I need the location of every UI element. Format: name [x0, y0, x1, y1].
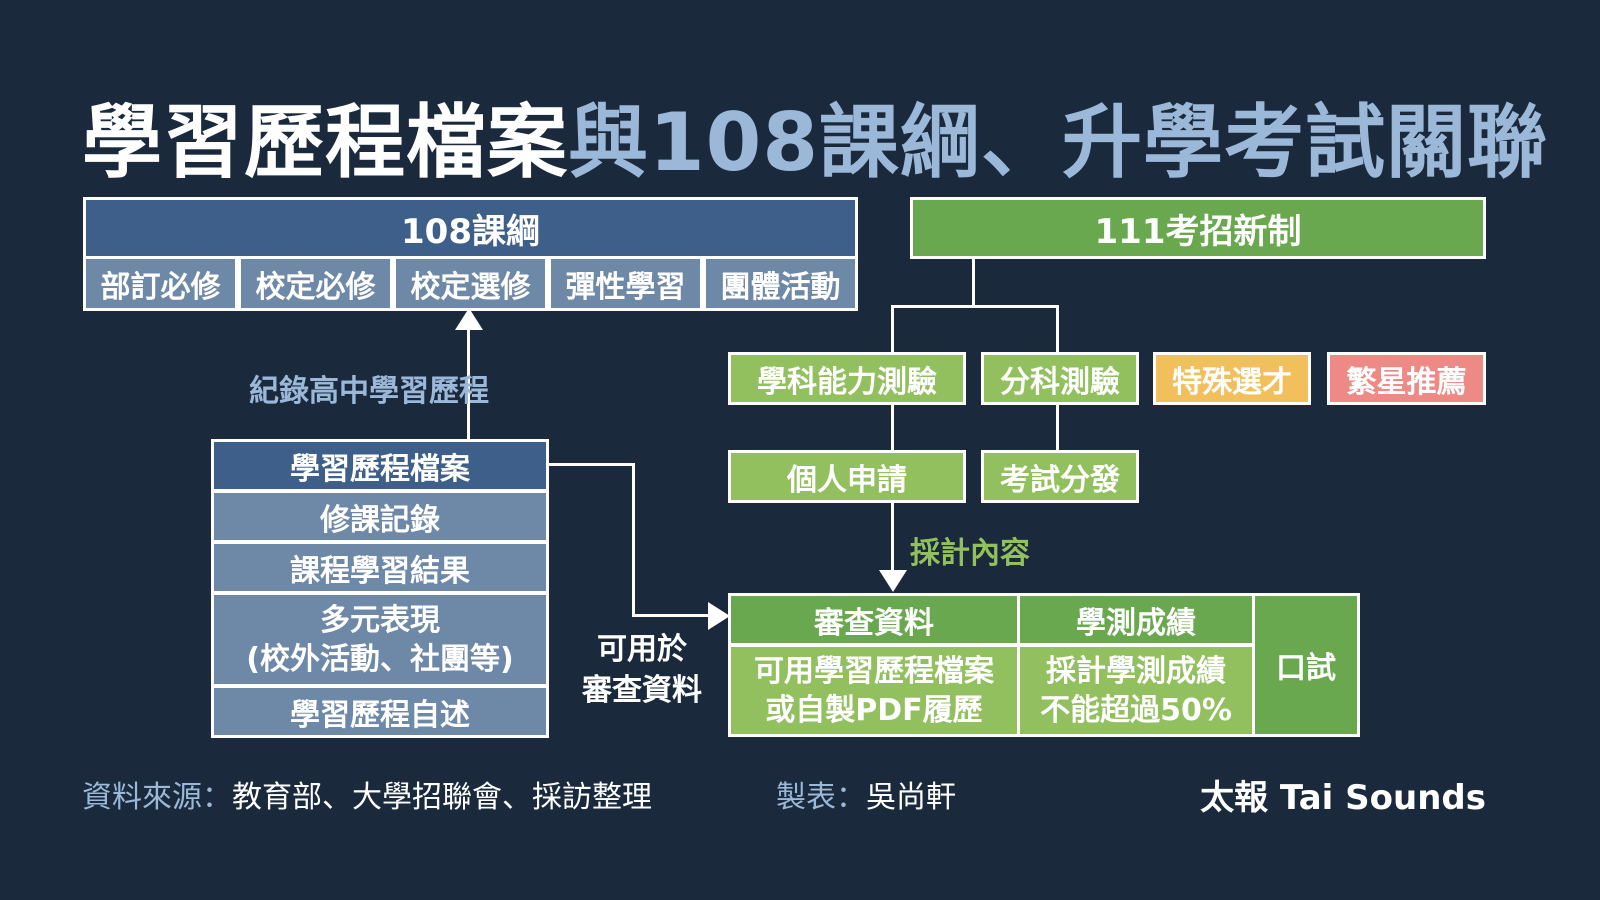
connector-line	[891, 405, 894, 451]
route-exam: 考試分發	[981, 450, 1139, 503]
curriculum-item: 校定選修	[393, 256, 548, 311]
arrow-down-icon	[879, 570, 907, 592]
curriculum-header: 108課綱	[83, 197, 858, 259]
footer-source: 資料來源：教育部、大學招聯會、採訪整理	[82, 772, 652, 816]
maker-label: 製表：	[776, 780, 866, 815]
test-gsat: 學科能力測驗	[728, 352, 966, 405]
review-col1-line: 或自製PDF履歷	[765, 692, 983, 728]
review-col3: 口試	[1252, 593, 1360, 737]
curriculum-item: 彈性學習	[548, 256, 703, 311]
connector-line	[891, 305, 1059, 308]
usable-label-line: 可用於	[597, 632, 687, 667]
curriculum-item: 部訂必修	[83, 256, 238, 311]
review-col1-header: 審查資料	[728, 593, 1020, 646]
connector-line	[891, 305, 894, 353]
source-text: 教育部、大學招聯會、採訪整理	[232, 780, 652, 815]
footer-maker: 製表：吳尚軒	[776, 772, 956, 816]
usable-label: 可用於 審查資料	[572, 630, 712, 711]
adopt-label: 採計內容	[910, 536, 1030, 571]
arrow-line	[891, 503, 894, 575]
record-label: 紀錄高中學習歷程	[249, 374, 489, 409]
page-title: 學習歷程檔案與108課綱、升學考試關聯	[82, 78, 1548, 194]
portfolio-item-text: (校外活動、社團等)	[246, 641, 514, 677]
portfolio-item: 課程學習結果	[211, 541, 549, 594]
arrow-line	[549, 463, 635, 466]
connector-line	[1056, 305, 1059, 353]
curriculum-item: 團體活動	[703, 256, 858, 311]
portfolio-item-multi: 多元表現 (校外活動、社團等)	[211, 592, 549, 687]
connector-line	[1056, 405, 1059, 451]
arrow-line	[632, 614, 712, 617]
admission-header: 111考招新制	[910, 197, 1486, 259]
test-subject: 分科測驗	[981, 352, 1139, 405]
review-col2-line: 採計學測成績	[1046, 653, 1226, 689]
source-label: 資料來源：	[82, 780, 232, 815]
curriculum-items: 部訂必修 校定必修 校定選修 彈性學習 團體活動	[83, 256, 858, 311]
review-col1-line: 可用學習歷程檔案	[754, 653, 994, 689]
maker-text: 吳尚軒	[866, 780, 956, 815]
portfolio-item: 學習歷程自述	[211, 685, 549, 738]
portfolio-item-text: 多元表現	[320, 602, 440, 638]
brand-logo: 太報 Tai Sounds	[1200, 778, 1486, 818]
title-part1: 學習歷程檔案	[82, 96, 568, 189]
arrow-right-icon	[708, 602, 730, 630]
route-personal: 個人申請	[728, 450, 966, 503]
review-col2-line: 不能超過50%	[1040, 692, 1232, 728]
arrow-up-icon	[455, 308, 483, 330]
portfolio-item: 修課記錄	[211, 490, 549, 543]
arrow-line	[467, 325, 470, 440]
review-col1-body: 可用學習歷程檔案 或自製PDF履歷	[728, 644, 1020, 737]
title-part2: 與108課綱、升學考試關聯	[568, 96, 1548, 189]
connector-line	[972, 259, 975, 307]
test-star: 繁星推薦	[1327, 352, 1486, 405]
portfolio-header: 學習歷程檔案	[211, 439, 549, 492]
curriculum-item: 校定必修	[238, 256, 393, 311]
review-col2-header: 學測成績	[1017, 593, 1255, 646]
test-special: 特殊選才	[1153, 352, 1311, 405]
review-col2-body: 採計學測成績 不能超過50%	[1017, 644, 1255, 737]
arrow-line	[632, 463, 635, 617]
usable-label-line: 審查資料	[582, 672, 702, 708]
